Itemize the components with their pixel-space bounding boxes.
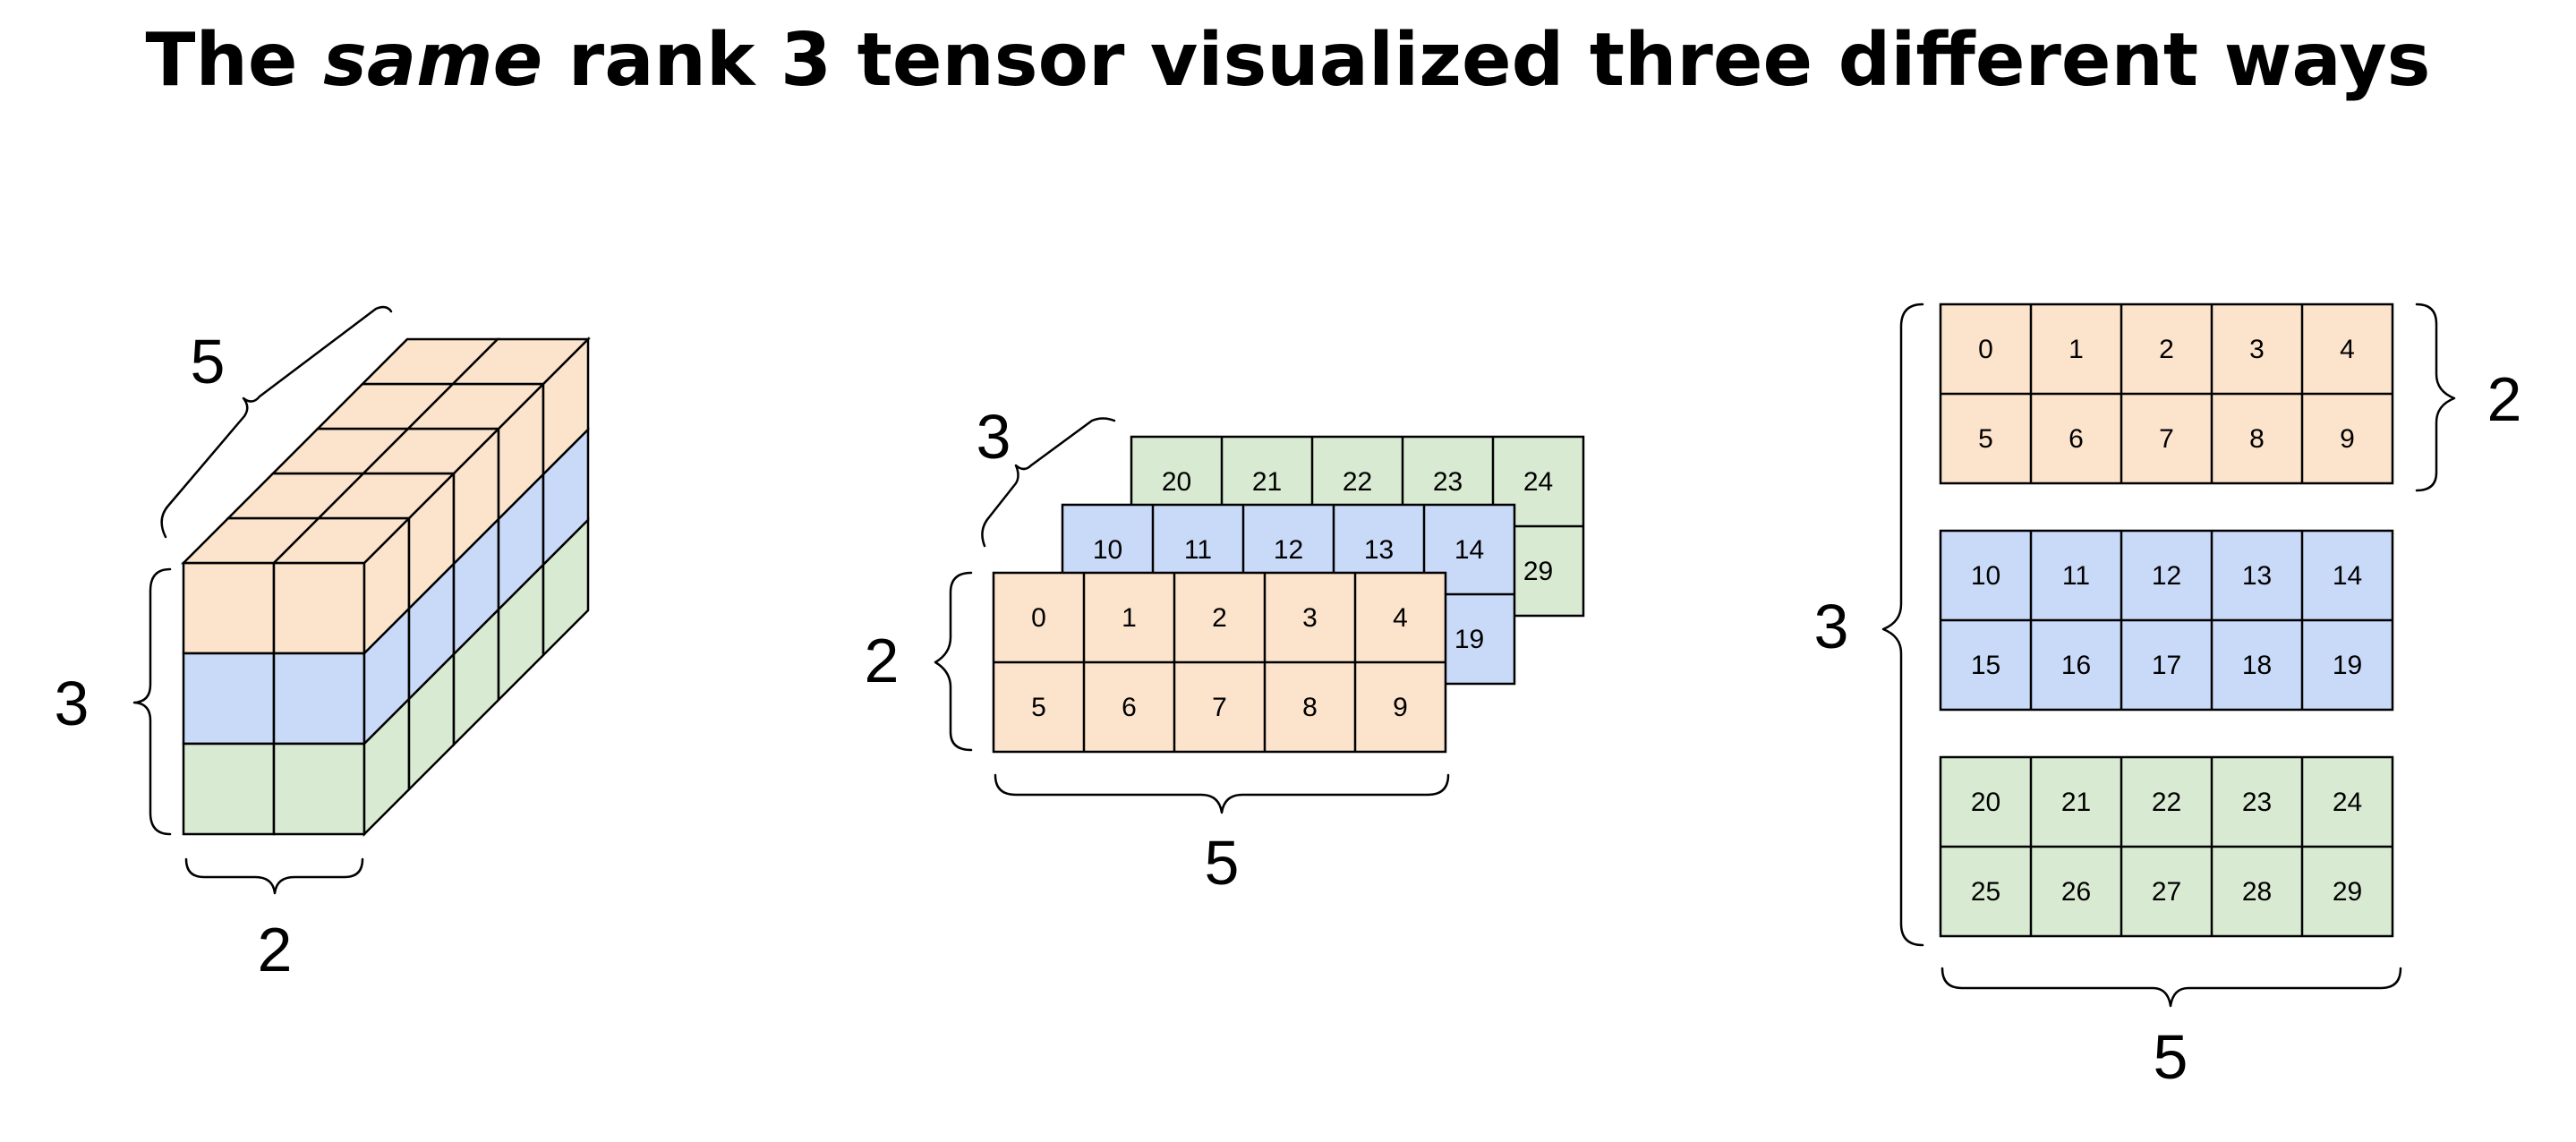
brace-rows-right: [2415, 303, 2456, 492]
cell-value: 0: [1031, 603, 1046, 633]
brace-cols-bottom: [1941, 967, 2402, 1008]
cell-value: 1: [1122, 603, 1137, 633]
cell-value: 1: [2068, 335, 2084, 364]
cell-value: 21: [2061, 788, 2091, 817]
brace-depth: [160, 305, 393, 539]
cell-value: 5: [1978, 424, 1993, 454]
front-cell: [182, 652, 276, 746]
front-cell: [272, 742, 366, 836]
view-3d-block: 5 3 2: [55, 305, 592, 984]
cell-value: 13: [1364, 535, 1394, 565]
cell-value: 19: [1454, 625, 1484, 654]
cell-value: 29: [2333, 877, 2362, 907]
cell-value: 9: [1393, 693, 1408, 722]
side-cell: [542, 516, 590, 659]
cell-value: 22: [2152, 788, 2181, 817]
brace-width: [184, 857, 364, 895]
cell-value: 16: [2061, 651, 2091, 680]
brace-height: [132, 567, 172, 836]
cell-value: 8: [2249, 424, 2265, 454]
label-height: 3: [55, 669, 90, 738]
cell-value: 19: [2333, 651, 2362, 680]
cell-value: 10: [1093, 535, 1122, 565]
cell-value: 20: [1971, 788, 2000, 817]
cell-value: 26: [2061, 877, 2091, 907]
label-layers: 3: [977, 402, 1011, 472]
cell-value: 28: [2242, 877, 2272, 907]
cell-value: 12: [1274, 535, 1303, 565]
block-cells: [180, 336, 592, 838]
cell-value: 8: [1302, 693, 1318, 722]
cell-value: 29: [1523, 557, 1553, 586]
brace-layers: [981, 417, 1116, 548]
title-prefix: The: [145, 18, 324, 103]
cell-value: 22: [1343, 467, 1372, 497]
cell-value: 4: [2340, 335, 2355, 364]
cell-value: 17: [2152, 651, 2181, 680]
cell-value: 14: [1454, 535, 1484, 565]
cell-value: 10: [1971, 561, 2000, 591]
front-cell: [272, 561, 366, 655]
cell-value: 11: [1184, 535, 1212, 565]
cell-value: 2: [1212, 603, 1227, 633]
cell-value: 20: [1162, 467, 1191, 497]
separate-grid-2: 20 21 22 23 24 25 26 27 28 29: [1939, 755, 2394, 938]
cell-value: 18: [2242, 651, 2272, 680]
label-rows-right: 2: [2487, 364, 2522, 434]
label-cols-bottom: 5: [2154, 1022, 2188, 1092]
cell-value: 2: [2159, 335, 2174, 364]
cell-value: 4: [1393, 603, 1408, 633]
cell-value: 24: [2333, 788, 2362, 817]
label-depth: 5: [191, 327, 226, 396]
cell-value: 6: [1122, 693, 1137, 722]
separate-grid-1: 10 11 12 13 14 15 16 17 18 19: [1939, 529, 2394, 712]
cell-value: 3: [1302, 603, 1318, 633]
cell-value: 7: [1212, 693, 1227, 722]
top-cell: [449, 337, 592, 386]
cell-value: 0: [1978, 335, 1993, 364]
cell-value: 6: [2068, 424, 2084, 454]
label-rows: 2: [865, 626, 900, 695]
label-cols: 5: [1205, 828, 1240, 898]
brace-rows: [934, 571, 973, 752]
layer-grid-0: 0 1 2 3 4 5 6 7 8 9: [992, 571, 1447, 754]
cell-value: 7: [2159, 424, 2174, 454]
cell-value: 3: [2249, 335, 2265, 364]
label-layers-left: 3: [1814, 592, 1849, 661]
title-emphasis: same: [323, 18, 543, 103]
cell-value: 12: [2152, 561, 2181, 591]
cell-value: 21: [1252, 467, 1282, 497]
cell-value: 14: [2333, 561, 2362, 591]
cell-value: 9: [2340, 424, 2355, 454]
page-title: The same rank 3 tensor visualized three …: [0, 18, 2576, 103]
cell-value: 13: [2242, 561, 2272, 591]
label-width: 2: [258, 915, 293, 984]
front-cell: [182, 561, 276, 655]
cell-value: 23: [2242, 788, 2272, 817]
cell-value: 15: [1971, 651, 2000, 680]
cell-value: 23: [1433, 467, 1463, 497]
cell-value: 25: [1971, 877, 2000, 907]
cell-value: 11: [2062, 561, 2090, 591]
front-cell: [272, 652, 366, 746]
cell-value: 24: [1523, 467, 1553, 497]
brace-layers-left: [1881, 303, 1924, 947]
separate-grid-0: 0 1 2 3 4 5 6 7 8 9: [1939, 303, 2394, 485]
front-cell: [182, 742, 276, 836]
title-suffix: rank 3 tensor visualized three different…: [542, 18, 2431, 103]
brace-cols: [994, 773, 1450, 814]
view-stacked-layers: 2021222324252627282910111213141516171819…: [865, 402, 1585, 898]
cell-value: 27: [2152, 877, 2181, 907]
cell-value: 5: [1031, 693, 1046, 722]
stacked-layer-grids: 2021222324252627282910111213141516171819…: [992, 435, 1585, 754]
